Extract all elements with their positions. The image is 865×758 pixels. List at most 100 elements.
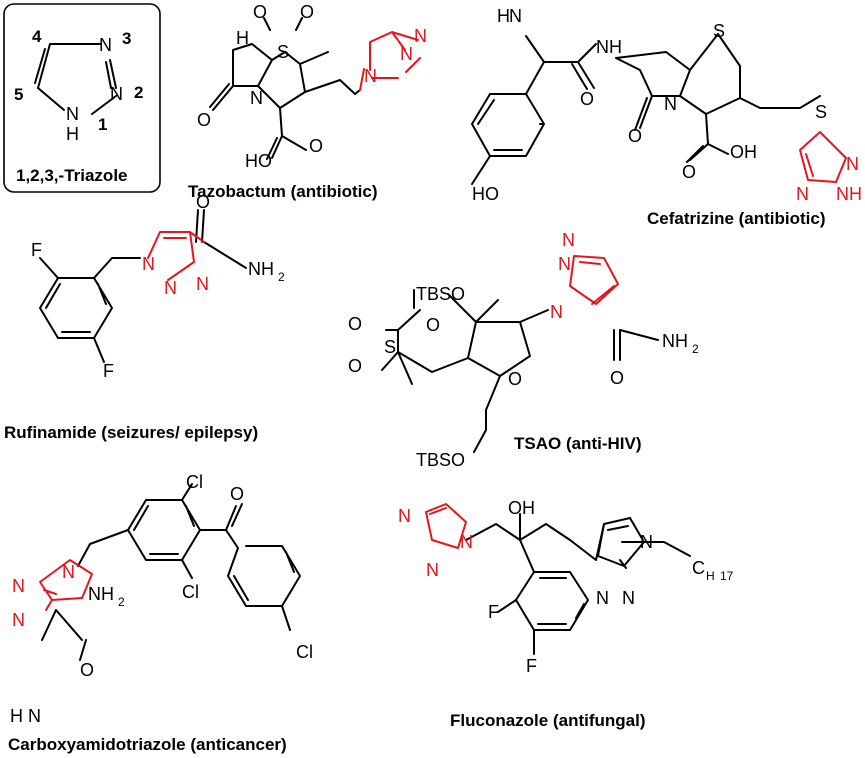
n2-atom: N: [110, 84, 123, 104]
cefatrizine-ho-phenol: HO: [472, 184, 499, 204]
tsao-o-ring-1: O: [426, 315, 440, 335]
cat-nh2-subscript: 2: [118, 595, 125, 609]
cat-cl-atom-2: Cl: [182, 582, 199, 602]
fluconazole-h-chain: H: [706, 569, 715, 583]
carboxyamidotriazole-triazole-bonds: [39, 559, 93, 611]
tsao-tbso-top: TBSO: [416, 284, 465, 304]
cat-cl-atom-3: Cl: [296, 642, 313, 662]
cefatrizine-oh-acid: OH: [730, 142, 757, 162]
cefatrizine-n-amine: N: [509, 6, 522, 26]
cat-o-amide: O: [80, 660, 94, 680]
tsao-bonds: [381, 289, 659, 453]
fluconazole-n3: N: [622, 588, 635, 608]
cefatrizine-n-ring: N: [664, 94, 677, 114]
tsao-structure: TBSO S O O O O TBSO O NH 2 N N N TSAO (a…: [348, 230, 699, 470]
cefatrizine-s-ring: S: [713, 21, 725, 41]
tsao-o-ring-2: O: [508, 369, 522, 389]
rufinamide-bonds: [39, 209, 247, 363]
position-2-label: 2: [134, 83, 143, 102]
fluconazole-n1-chain: N: [640, 532, 653, 552]
position-5-label: 5: [14, 85, 23, 104]
tsao-tbso-bottom: TBSO: [416, 450, 465, 470]
cefatrizine-o-lactam: O: [628, 126, 642, 146]
tazobactum-structure: S O O N O H HO O N N N Tazobactum (antib…: [188, 2, 427, 201]
tsao-triazole-n3: N: [562, 230, 575, 250]
tazobactum-h-atom: H: [236, 28, 249, 48]
fluconazole-n2: N: [596, 588, 609, 608]
fluconazole-triazole-bonds-1: [425, 503, 467, 549]
rufinamide-nh2-group: NH: [248, 259, 274, 279]
tsao-o-atom-2: O: [348, 356, 362, 376]
tazobactum-n-atom: N: [250, 88, 263, 108]
tsao-nh2-subscript: 2: [692, 342, 699, 356]
cefatrizine-triazole-n-1: N: [846, 154, 859, 174]
tazobactum-o-atom-1: O: [253, 2, 267, 22]
cefatrizine-s-thio: S: [815, 102, 827, 122]
rufinamide-nh2-subscript: 2: [278, 270, 285, 284]
tazobactum-bonds: [209, 17, 361, 160]
tsao-triazole-bonds: [569, 255, 619, 305]
cat-nh2-group: NH: [88, 584, 114, 604]
tazobactum-triazole-bonds: [359, 31, 421, 91]
cefatrizine-structure: H N NH O S N O S O OH HO N NH N Cefatriz…: [471, 6, 862, 228]
cefatrizine-triazole-nh: NH: [836, 184, 862, 204]
fluconazole-caption: Fluconazole (antifungal): [450, 711, 646, 730]
tsao-o-atom-1: O: [348, 314, 362, 334]
fluconazole-triazole-bonds-2: [597, 517, 645, 569]
rufinamide-o-atom: O: [196, 192, 210, 212]
n1-hydrogen: H: [66, 124, 79, 144]
fluconazole-c-chain: C: [692, 558, 705, 578]
tazobactum-o-atom-4: O: [309, 136, 323, 156]
carboxyamidotriazole-bonds: [41, 483, 301, 661]
tazobactum-triazole-n1: N: [364, 66, 377, 86]
cat-h2n-amide: H: [10, 706, 23, 726]
n1-atom: N: [66, 104, 79, 124]
tazobactum-triazole-n2: N: [400, 44, 413, 64]
tsao-s-atom: S: [384, 337, 396, 357]
position-3-label: 3: [122, 29, 131, 48]
cefatrizine-caption: Cefatrizine (antibiotic): [647, 209, 826, 228]
rufinamide-triazole-n1: N: [142, 254, 155, 274]
tazobactum-caption: Tazobactum (antibiotic): [188, 182, 378, 201]
tazobactum-o-atom-2: O: [300, 2, 314, 22]
tazobactum-ho-group: HO: [245, 151, 272, 171]
n3-atom: N: [99, 35, 112, 55]
cefatrizine-h2n-group: H: [497, 6, 510, 26]
tazobactum-o-atom-3: O: [197, 110, 211, 130]
fluconazole-triazole-n2: N: [398, 506, 411, 526]
reference-caption: 1,2,3,-Triazole: [16, 166, 128, 185]
tsao-nh2-group: NH: [662, 331, 688, 351]
tazobactum-s-atom: S: [277, 42, 289, 62]
fluconazole-bonds: [465, 513, 691, 655]
tsao-o-amide: O: [610, 368, 624, 388]
rufinamide-triazole-n3: N: [196, 274, 209, 294]
cefatrizine-bonds: [471, 33, 821, 185]
carboxyamidotriazole-caption: Carboxyamidotriazole (anticancer): [8, 735, 287, 754]
fluconazole-h-count: 17: [720, 569, 734, 583]
fluconazole-oh-group: OH: [508, 498, 535, 518]
cefatrizine-triazole-n-2: N: [796, 184, 809, 204]
rufinamide-caption: Rufinamide (seizures/ epilepsy): [4, 423, 258, 442]
triazole-ring-bonds: [34, 43, 117, 115]
cefatrizine-triazole-bonds: [799, 131, 847, 183]
rufinamide-f-atom-2: F: [103, 361, 114, 381]
tazobactum-triazole-n3: N: [414, 26, 427, 46]
rufinamide-f-atom-1: F: [31, 240, 42, 260]
cat-o-ketone: O: [230, 484, 244, 504]
position-1-label: 1: [98, 115, 107, 134]
tsao-triazole-n2: N: [558, 254, 571, 274]
reference-triazole-panel: N N N H 4 3 2 5 1 1,2,3,-Triazole: [3, 3, 161, 193]
fluconazole-triazole-n3: N: [426, 560, 439, 580]
fluconazole-structure: OH F F N N N N N N C H 17 Fluconazole (a…: [398, 498, 734, 730]
fluconazole-f-atom-2: F: [526, 656, 537, 676]
tsao-triazole-n1: N: [550, 302, 563, 322]
cat-triazole-n3: N: [12, 610, 25, 630]
cefatrizine-o-amide: O: [580, 89, 594, 109]
cat-n-amide: N: [28, 706, 41, 726]
fluconazole-f-atom-1: F: [488, 602, 499, 622]
rufinamide-triazole-bonds: [147, 231, 205, 281]
cat-cl-atom-1: Cl: [186, 472, 203, 492]
cat-triazole-n2: N: [12, 576, 25, 596]
